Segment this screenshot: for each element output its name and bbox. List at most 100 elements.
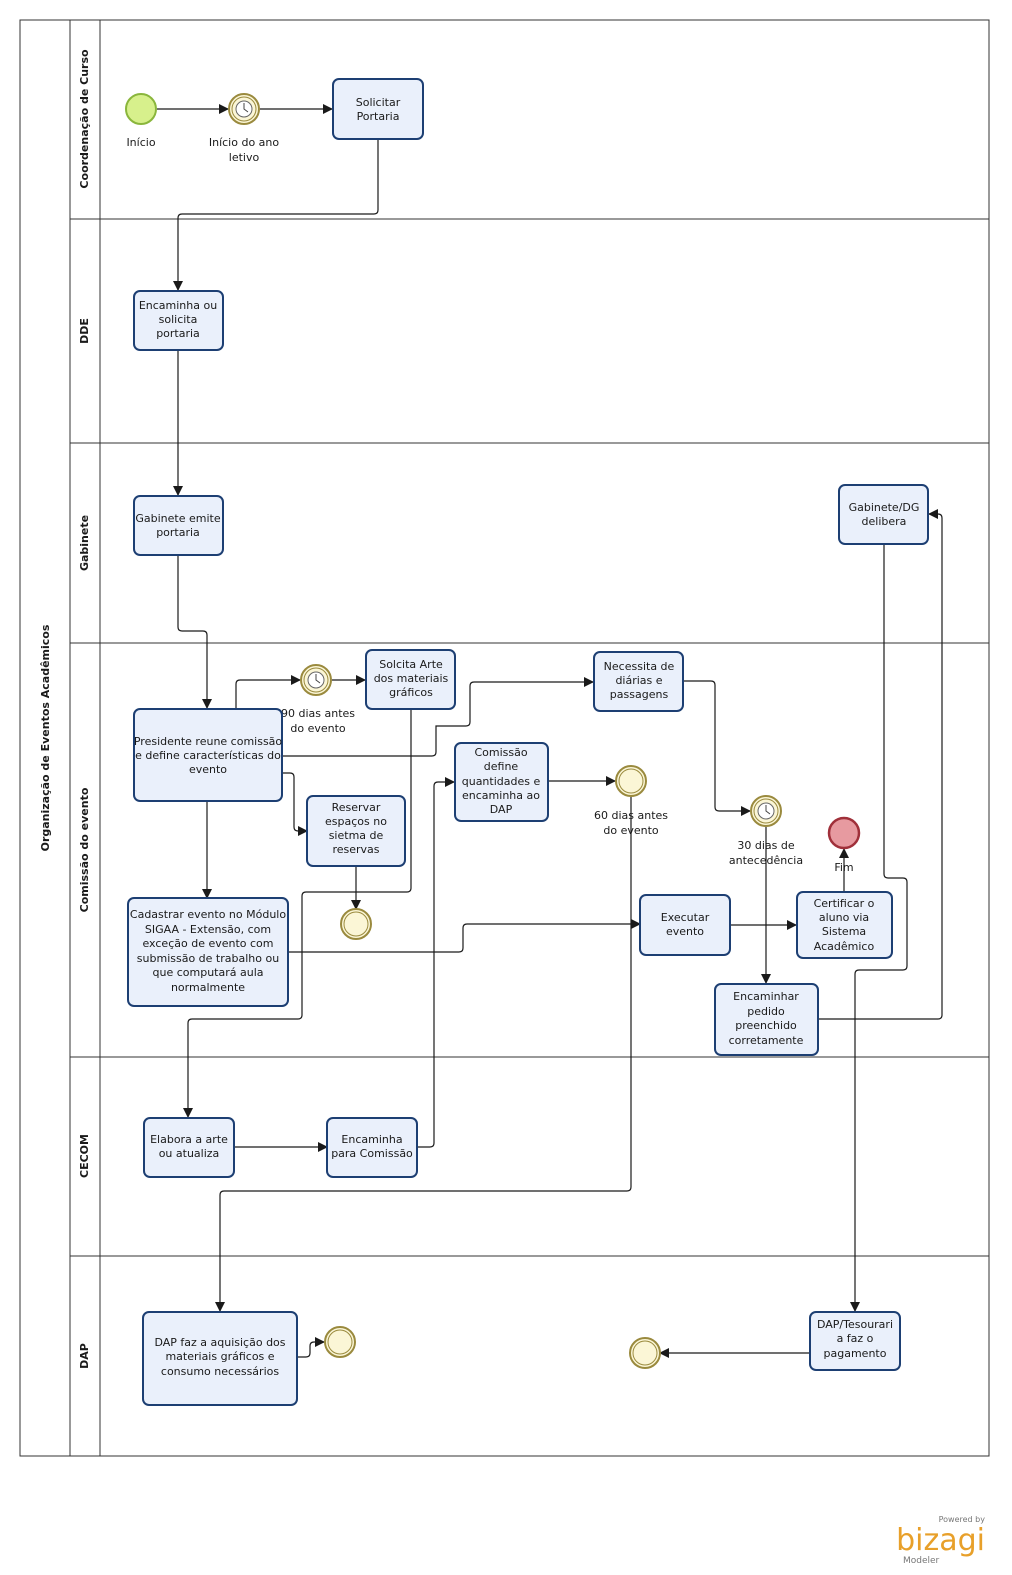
task-text-line: exceção de evento com bbox=[142, 937, 273, 950]
task-text-line: delibera bbox=[862, 515, 907, 528]
task-executar-evento[interactable]: Executar evento bbox=[639, 894, 731, 956]
task-text-line: define bbox=[484, 760, 519, 773]
task-text-line: para Comissão bbox=[331, 1147, 413, 1160]
task-text-line: solicita bbox=[159, 313, 198, 326]
task-solicitar-portaria[interactable]: Solicitar Portaria bbox=[332, 78, 424, 140]
flow-gabinete-dap-tesouraria bbox=[850, 544, 908, 1312]
task-text-line: dos materiais bbox=[374, 672, 449, 685]
task-text-line: consumo necessários bbox=[161, 1365, 279, 1378]
flow-solicitar-encaminha bbox=[173, 139, 379, 291]
lane-label-gabinete: Gabinete bbox=[78, 515, 91, 571]
flow-solicita-elabora bbox=[183, 709, 412, 1118]
task-text-line: passagens bbox=[610, 688, 669, 701]
flow-presidente-timer90 bbox=[235, 675, 301, 709]
task-text-line: Solicitar bbox=[356, 96, 401, 109]
task-encaminha-solicita-portaria[interactable]: Encaminha ou solicita portaria bbox=[133, 290, 224, 351]
task-text-line: Necessita de bbox=[604, 660, 675, 673]
bizagi-logo: bizagi bbox=[896, 1523, 985, 1558]
task-text-line: Encaminha ou bbox=[139, 299, 217, 312]
task-presidente-reune-comissao[interactable]: Presidente reune comissão e define carac… bbox=[133, 708, 283, 802]
end-event-fim: Fim bbox=[827, 816, 861, 874]
modeler-text: Modeler bbox=[903, 1556, 940, 1566]
task-text-line: Acadêmico bbox=[814, 940, 875, 953]
timer-event-30-dias: 30 dias de antecedência bbox=[729, 795, 803, 867]
flow-timer60-dap bbox=[215, 797, 632, 1312]
task-text-line: Encaminha bbox=[341, 1133, 402, 1146]
flow-necessita-timer30 bbox=[684, 680, 751, 816]
events: Início Início do ano letivo 90 dias ante… bbox=[125, 93, 861, 1369]
task-text-line: Portaria bbox=[357, 110, 400, 123]
task-dap-aquisicao[interactable]: DAP faz a aquisição dos materiais gráfic… bbox=[142, 1311, 298, 1406]
task-text-line: preenchido bbox=[735, 1019, 797, 1032]
task-text-line: reservas bbox=[332, 843, 379, 856]
task-dap-tesouraria[interactable]: DAP/Tesourari a faz o pagamento bbox=[809, 1311, 901, 1371]
task-text-line: Sistema bbox=[822, 925, 866, 938]
dias30-label-2: antecedência bbox=[729, 854, 803, 867]
task-text-line: Solcita Arte bbox=[379, 658, 443, 671]
start-event-inicio: Início bbox=[125, 93, 157, 149]
task-text-line: DAP/Tesourari bbox=[817, 1318, 893, 1331]
timer-event-inicio-ano: Início do ano letivo bbox=[209, 93, 280, 164]
lane-label-cecom: CECOM bbox=[78, 1134, 91, 1178]
task-text-line: Gabinete emite bbox=[135, 512, 220, 525]
flow-encaminha-comissao bbox=[417, 777, 455, 1148]
task-text-line: gráficos bbox=[389, 686, 433, 699]
fim-label: Fim bbox=[834, 861, 853, 874]
task-text-line: encaminha ao bbox=[462, 789, 540, 802]
task-text-line: corretamente bbox=[729, 1034, 804, 1047]
flow-gabinete-presidente bbox=[177, 555, 212, 709]
inicio-ano-label-1: Início do ano bbox=[209, 136, 280, 149]
task-solicita-arte[interactable]: Solcita Arte dos materiais gráficos bbox=[365, 649, 456, 710]
task-text-line: Comissão bbox=[474, 746, 527, 759]
task-text-line: pedido bbox=[747, 1005, 785, 1018]
task-text-line: Reservar bbox=[332, 801, 381, 814]
timer-event-90-dias: 90 dias antes do evento bbox=[281, 664, 355, 735]
task-text-line: pagamento bbox=[824, 1347, 887, 1360]
task-comissao-define-quantidades[interactable]: Comissão define quantidades e encaminha … bbox=[454, 742, 549, 822]
task-reservar-espacos[interactable]: Reservar espaços no sietma de reservas bbox=[306, 795, 406, 867]
task-cadastrar-evento[interactable]: Cadastrar evento no Módulo SIGAA - Exten… bbox=[127, 897, 289, 1007]
task-text-line: DAP faz a aquisição dos bbox=[154, 1336, 285, 1349]
task-certificar-aluno[interactable]: Certificar o aluno via Sistema Acadêmico bbox=[796, 891, 893, 959]
dias90-label-1: 90 dias antes bbox=[281, 707, 355, 720]
pool-label: Organização de Eventos Acadêmicos bbox=[39, 624, 52, 851]
task-text-line: e define características do bbox=[135, 749, 281, 762]
flow-aquisicao-end bbox=[297, 1337, 325, 1358]
dias60-label-1: 60 dias antes bbox=[594, 809, 668, 822]
task-text-line: Cadastrar evento no Módulo bbox=[130, 908, 286, 921]
task-gabinete-emite-portaria[interactable]: Gabinete emite portaria bbox=[133, 495, 224, 556]
tasks: Solicitar Portaria Encaminha ou solicita… bbox=[127, 78, 929, 1406]
task-text-line: espaços no bbox=[325, 815, 387, 828]
task-necessita-diarias[interactable]: Necessita de diárias e passagens bbox=[593, 651, 684, 712]
task-text-line: submissão de trabalho ou bbox=[137, 952, 279, 965]
task-elabora-arte[interactable]: Elabora a arte ou atualiza bbox=[143, 1117, 235, 1178]
task-encaminha-para-comissao[interactable]: Encaminha para Comissão bbox=[326, 1117, 418, 1178]
inicio-label: Início bbox=[126, 136, 155, 149]
lane-label-coordenacao: Coordenação de Curso bbox=[78, 49, 91, 189]
pool: Organização de Eventos Acadêmicos bbox=[19, 19, 990, 1457]
inicio-ano-label-2: letivo bbox=[229, 151, 260, 164]
task-text-line: a faz o bbox=[837, 1332, 874, 1345]
task-text-line: Elabora a arte bbox=[150, 1133, 228, 1146]
task-gabinete-delibera[interactable]: Gabinete/DG delibera bbox=[838, 484, 929, 545]
task-text-line: DAP bbox=[490, 803, 513, 816]
task-text-line: diárias e bbox=[615, 674, 662, 687]
task-text-line: evento bbox=[189, 763, 227, 776]
task-text-line: SIGAA - Extensão, com bbox=[145, 923, 271, 936]
task-encaminhar-pedido[interactable]: Encaminhar pedido preenchido corretament… bbox=[714, 983, 819, 1056]
task-text-line: quantidades e bbox=[462, 775, 541, 788]
sequence-flows bbox=[157, 104, 943, 1358]
dias30-label-1: 30 dias de bbox=[737, 839, 794, 852]
task-text-line: Certificar o bbox=[814, 897, 875, 910]
lane-label-dap: DAP bbox=[78, 1343, 91, 1369]
task-text-line: Gabinete/DG bbox=[849, 501, 920, 514]
flow-encaminhar-gabinete bbox=[818, 509, 943, 1020]
task-text-line: Encaminhar bbox=[733, 990, 799, 1003]
timer-event-60-dias: 60 dias antes do evento bbox=[594, 765, 668, 837]
task-text-line: que computará aula bbox=[153, 966, 264, 979]
intermediate-event-aquisicao bbox=[324, 1326, 356, 1358]
task-text-line: normalmente bbox=[171, 981, 245, 994]
powered-by-text: Powered by bbox=[939, 1515, 986, 1524]
intermediate-event-pagamento bbox=[629, 1337, 661, 1369]
